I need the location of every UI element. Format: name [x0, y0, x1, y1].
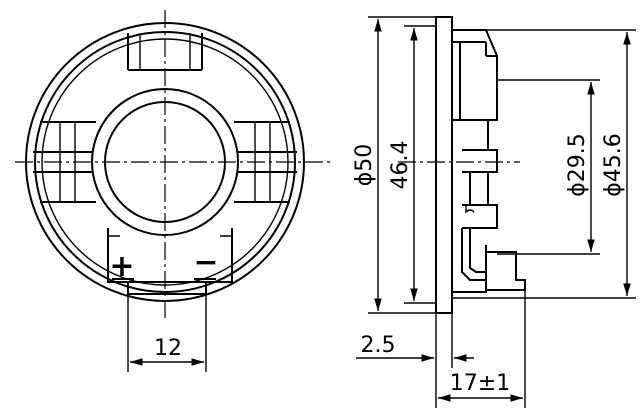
dim-outer-diameter: ϕ50	[352, 144, 377, 187]
front-view: + − 12	[15, 10, 330, 372]
frame-body-upper	[452, 29, 498, 150]
dim-flange-thickness: 2.5	[361, 333, 396, 358]
front-flange	[435, 16, 453, 314]
basket-spoke-left	[33, 121, 96, 203]
terminal-lead	[452, 228, 487, 293]
terminal-tab	[127, 281, 207, 295]
dim-inner-diameter: 46.4	[388, 141, 413, 190]
dim-total-depth: 17±1	[450, 371, 510, 396]
dim-terminal-spacing: 12	[154, 336, 182, 361]
dim-frame-diameter: ϕ45.6	[601, 133, 626, 197]
side-view: ϕ50 46.4 ϕ29.5 ϕ45.6 2.5 17±1	[352, 16, 636, 408]
dim-magnet-diameter: ϕ29.5	[565, 133, 590, 197]
negative-terminal-label: −	[193, 245, 218, 280]
basket-spoke-right	[234, 121, 297, 203]
